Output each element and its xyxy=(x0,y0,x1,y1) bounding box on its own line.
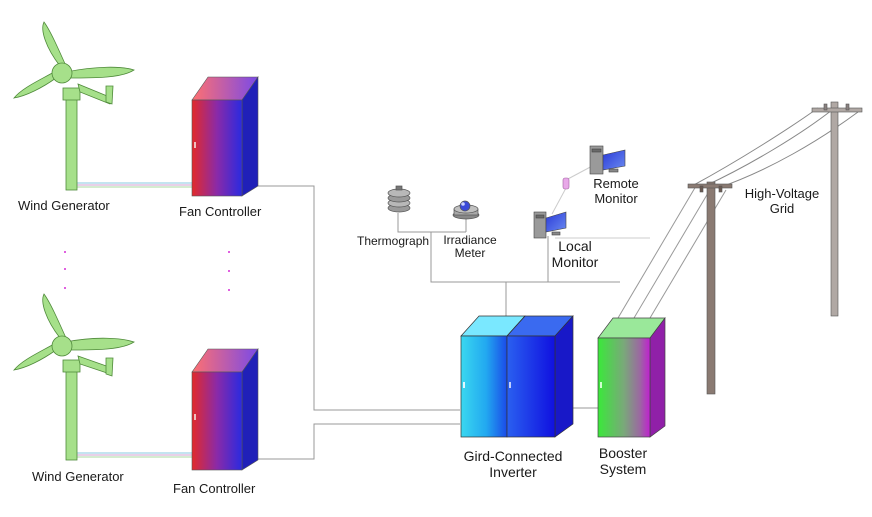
fan-controller-label-bottom: Fan Controller xyxy=(173,481,256,496)
wiring xyxy=(76,107,859,460)
remote-monitor-label: Remote Monitor xyxy=(586,176,646,206)
inverter-cabinet-icon xyxy=(460,315,574,438)
ellipsis-dots xyxy=(64,251,230,291)
computer-icon xyxy=(533,211,567,239)
fan-controller-label-top: Fan Controller xyxy=(179,204,262,219)
wind-generator-label-bottom: Wind Generator xyxy=(32,469,124,484)
thermograph-label: Thermograph xyxy=(357,234,430,248)
remote-monitor-label-line1: Remote xyxy=(593,176,639,191)
modem-icon xyxy=(562,177,570,190)
irradiance-meter-label-line2: Meter xyxy=(454,246,486,261)
booster-label-line1: Booster xyxy=(598,445,648,461)
power-pole-icon xyxy=(811,101,863,317)
inverter-label-line1: Gird-Connected xyxy=(463,448,563,464)
power-pole-icon xyxy=(687,181,733,395)
local-monitor-label-line2: Monitor xyxy=(551,253,599,270)
local-monitor-label: Local Monitor xyxy=(542,238,608,270)
computer-icon xyxy=(589,145,626,175)
wind-turbine-icon xyxy=(13,21,135,191)
booster-label: Booster System xyxy=(592,445,654,477)
thermograph-icon xyxy=(387,185,411,213)
inverter-label-line2: Inverter xyxy=(489,463,537,480)
booster-cabinet-icon xyxy=(597,316,666,438)
wind-generator-label-top: Wind Generator xyxy=(18,198,110,213)
remote-monitor-label-line2: Monitor xyxy=(594,190,638,206)
wind-turbine-icon xyxy=(13,293,135,461)
local-monitor-label-line1: Local xyxy=(558,238,592,254)
inverter-label: Gird-Connected Inverter xyxy=(448,448,578,480)
booster-label-line2: System xyxy=(599,460,647,477)
grid-label: High-Voltage Grid xyxy=(740,186,824,216)
grid-label-line2: Grid xyxy=(769,200,795,216)
irradiance-meter-label-line1: Irradiance xyxy=(443,233,497,247)
cabinet-icon xyxy=(191,76,259,197)
cabinet-icon xyxy=(191,348,259,471)
irradiance-meter-icon xyxy=(452,200,480,220)
irradiance-meter-label: Irradiance Meter xyxy=(438,233,502,261)
grid-label-line1: High-Voltage xyxy=(744,186,820,201)
